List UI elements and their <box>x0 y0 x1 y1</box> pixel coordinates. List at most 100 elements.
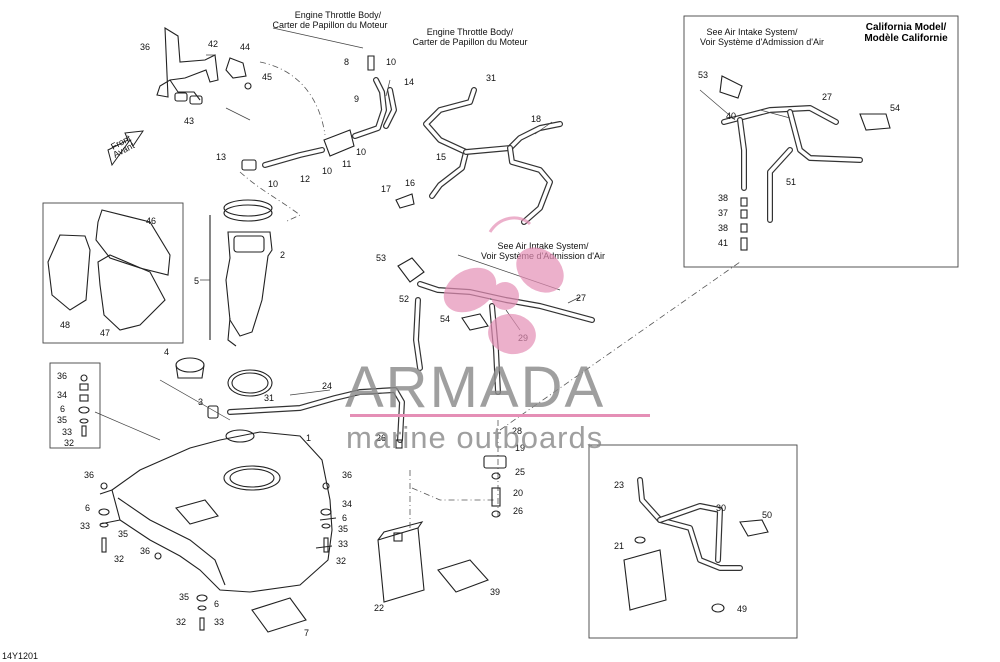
callout-15: 15 <box>436 152 446 162</box>
california-canister-assembly <box>623 477 769 613</box>
callout-37: 37 <box>718 208 728 218</box>
callout-6: 6 <box>85 503 90 513</box>
callout-10: 10 <box>322 166 332 176</box>
armada-watermark: ARMADA marine outboards <box>345 216 650 455</box>
callout-33: 33 <box>338 539 348 549</box>
cover-parts-box <box>42 202 184 344</box>
callout-50: 50 <box>762 510 772 520</box>
callout-32: 32 <box>336 556 346 566</box>
fuel-line-upper <box>239 55 397 223</box>
callout-8: 8 <box>344 57 349 67</box>
callout-36: 36 <box>84 470 94 480</box>
callout-27: 27 <box>822 92 832 102</box>
callout-51: 51 <box>786 177 796 187</box>
bracket-assembly <box>156 26 252 105</box>
callout-17: 17 <box>381 184 391 194</box>
callout-11: 11 <box>342 159 351 169</box>
throttle-body-header-right: Engine Throttle Body/ Carter de Papillon… <box>412 27 527 47</box>
callout-13: 13 <box>216 152 226 162</box>
callout-32: 32 <box>114 554 124 564</box>
throttle-body-header-left: Engine Throttle Body/ Carter de Papillon… <box>272 10 387 30</box>
callout-35: 35 <box>338 524 348 534</box>
callout-6: 6 <box>60 404 65 414</box>
callout-2: 2 <box>280 250 285 260</box>
fastener-kit-box <box>49 362 101 449</box>
callout-10: 10 <box>356 147 366 157</box>
callout-44: 44 <box>240 42 250 52</box>
tank-covers <box>47 209 171 331</box>
callout-53: 53 <box>376 253 386 263</box>
hose-15 <box>395 87 563 225</box>
callout-6: 6 <box>342 513 347 523</box>
callout-23: 23 <box>614 480 624 490</box>
callout-35: 35 <box>179 592 189 602</box>
air-intake-header-center-line1: See Air Intake System/ <box>497 241 589 251</box>
rollover-valve-stack <box>395 439 507 518</box>
callout-54: 54 <box>890 103 900 113</box>
air-intake-hoses-california <box>719 75 891 251</box>
callout-22: 22 <box>374 603 384 613</box>
callout-36: 36 <box>57 371 67 381</box>
fuel-pump-module <box>209 199 273 397</box>
diagram-code: 14Y1201 <box>2 651 38 661</box>
callout-25: 25 <box>515 467 525 477</box>
callout-52: 52 <box>399 294 409 304</box>
california-model-title-line2: Modèle Californie <box>864 33 948 44</box>
callout-14: 14 <box>404 77 414 87</box>
callout-33: 33 <box>214 617 224 627</box>
air-intake-header-california-line2: Voir Système d'Admission d'Air <box>700 37 824 47</box>
callout-4: 4 <box>164 347 169 357</box>
callout-30: 30 <box>716 503 726 513</box>
callout-38: 38 <box>718 223 728 233</box>
callout-45: 45 <box>262 72 272 82</box>
callout-27: 27 <box>576 293 586 303</box>
callout-18: 18 <box>531 114 541 124</box>
callout-7: 7 <box>304 628 309 638</box>
callout-40: 40 <box>726 111 736 121</box>
callout-24: 24 <box>322 381 332 391</box>
fastener-stacks <box>78 374 332 633</box>
callout-41: 41 <box>718 238 728 248</box>
callout-33: 33 <box>62 427 72 437</box>
watermark-tagline: marine outboards <box>346 420 603 455</box>
callout-48: 48 <box>60 320 70 330</box>
callout-6: 6 <box>214 599 219 609</box>
callout-33: 33 <box>80 521 90 531</box>
callout-32: 32 <box>64 438 74 448</box>
callout-19: 19 <box>515 443 525 453</box>
callout-39: 39 <box>490 587 500 597</box>
callout-32: 32 <box>176 617 186 627</box>
callout-3: 3 <box>198 397 203 407</box>
callout-31: 31 <box>264 393 274 403</box>
callout-1: 1 <box>306 433 311 443</box>
callout-36: 36 <box>342 470 352 480</box>
callout-43: 43 <box>184 116 194 126</box>
callout-26: 26 <box>376 433 386 443</box>
fuel-tank <box>99 429 337 593</box>
callout-46: 46 <box>146 216 156 226</box>
california-model-box <box>683 15 959 268</box>
callout-38: 38 <box>718 193 728 203</box>
throttle-body-header-left-line2: Carter de Papillon du Moteur <box>272 20 387 30</box>
callout-10: 10 <box>268 179 278 189</box>
watermark-brand: ARMADA <box>345 355 605 420</box>
callout-34: 34 <box>342 499 352 509</box>
callout-35: 35 <box>57 415 67 425</box>
callout-12: 12 <box>300 174 310 184</box>
front-arrow-icon: Front Avant <box>107 130 145 167</box>
callout-49: 49 <box>737 604 747 614</box>
callout-21: 21 <box>614 541 624 551</box>
callout-20: 20 <box>513 488 523 498</box>
canister-california-box <box>588 444 798 639</box>
callout-10: 10 <box>386 57 396 67</box>
callout-42: 42 <box>208 39 218 49</box>
callout-34: 34 <box>57 390 67 400</box>
callout-16: 16 <box>405 178 415 188</box>
throttle-body-header-left-line1: Engine Throttle Body/ <box>295 10 382 20</box>
callout-26: 26 <box>513 506 523 516</box>
callout-53: 53 <box>698 70 708 80</box>
callout-labels: 36 42 44 45 43 8 10 9 14 31 18 15 13 10 … <box>57 39 900 638</box>
callout-9: 9 <box>354 94 359 104</box>
callout-31: 31 <box>486 73 496 83</box>
